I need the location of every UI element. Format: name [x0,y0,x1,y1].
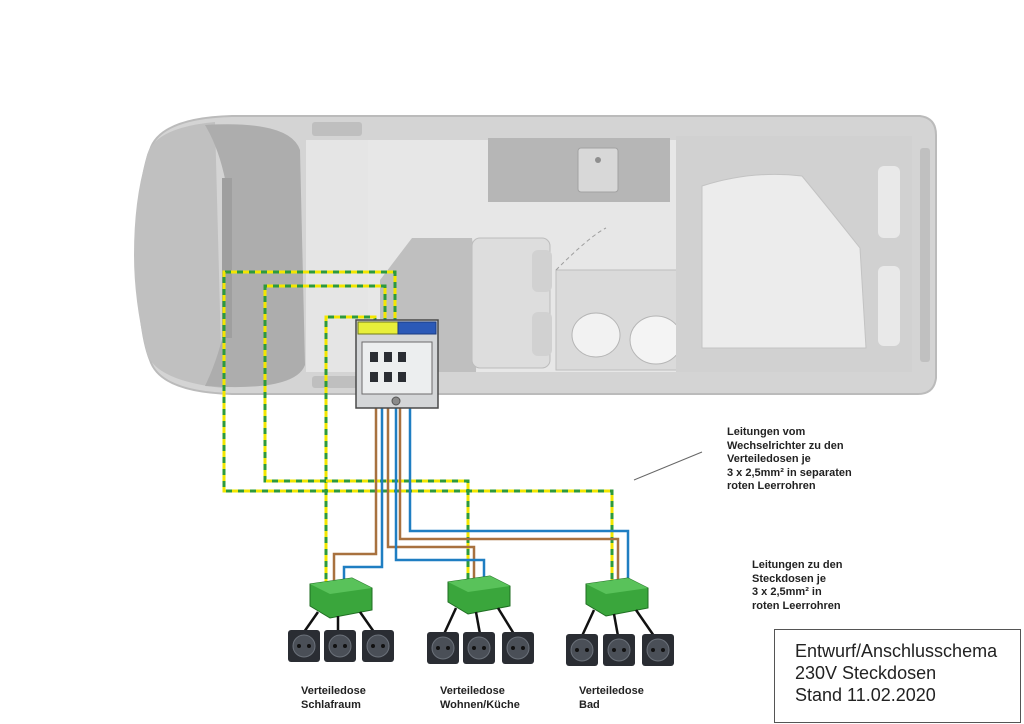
power-socket-icon [463,632,495,664]
note-inverter-lines: Leitungen vom Wechselrichter zu den Vert… [727,426,852,493]
label-box-schlafraum: Verteiledose Schlafraum [301,685,366,711]
annotation-leader [633,451,703,481]
title-line-1: Entwurf/Anschlusschema [795,641,998,661]
neutral-conductors [342,396,630,585]
power-socket-icon [603,634,635,666]
earth-conductors [222,270,614,585]
note-socket-lines: Leitungen zu den Steckdosen je 3 x 2,5mm… [752,559,843,612]
label-box-bad: Verteiledose Bad [579,685,644,711]
junction-box-schlafraum [309,577,373,619]
title-line-3: Stand 11.02.2020 [795,685,936,705]
power-socket-icon [324,630,356,662]
sockets [288,630,674,666]
title-block: Entwurf/Anschlusschema 230V Steckdosen S… [774,629,1021,723]
power-socket-icon [362,630,394,662]
power-socket-icon [642,634,674,666]
junction-box-bad [585,577,649,617]
van-floorplan [134,115,937,395]
label-box-wohnen: Verteiledose Wohnen/Küche [440,685,520,711]
phase-conductors [332,396,620,585]
power-socket-icon [566,634,598,666]
power-socket-icon [427,632,459,664]
power-socket-icon [502,632,534,664]
distribution-panel [355,319,439,409]
power-socket-icon [288,630,320,662]
socket-cables [302,607,656,637]
junction-box-wohnen [447,575,511,615]
title-line-2: 230V Steckdosen [795,663,937,683]
